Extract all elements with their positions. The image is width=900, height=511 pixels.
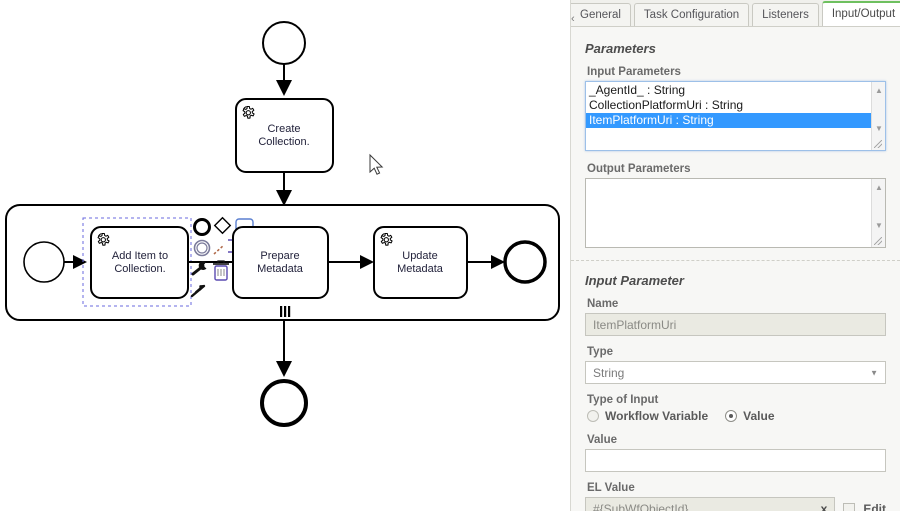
- change-type-icon[interactable]: [190, 284, 206, 298]
- gear-icon: [97, 232, 110, 246]
- radio-workflow-variable-label: Workflow Variable: [605, 409, 709, 423]
- chevron-down-icon: ▼: [870, 368, 878, 377]
- properties-panel-body: Parameters Input Parameters _AgentId_ : …: [571, 27, 900, 511]
- resize-grip-icon[interactable]: [872, 235, 884, 247]
- el-value-label: EL Value: [587, 482, 635, 494]
- type-of-input-radio-group[interactable]: Workflow Variable Value: [587, 409, 886, 423]
- tab-label: General: [580, 9, 621, 21]
- list-item[interactable]: _AgentId_ : String: [589, 83, 686, 97]
- radio-workflow-variable[interactable]: [587, 410, 599, 422]
- task-label: Create: [267, 123, 300, 135]
- start-event-top[interactable]: [262, 21, 306, 65]
- list-item[interactable]: ItemPlatformUri : String: [586, 113, 885, 128]
- type-select-value: String: [593, 365, 625, 380]
- bpmn-canvas[interactable]: Create Collection.: [0, 0, 570, 511]
- append-gateway-icon[interactable]: [213, 216, 232, 235]
- type-of-input-label: Type of Input: [587, 394, 659, 406]
- type-select[interactable]: String ▼: [585, 361, 886, 384]
- name-field: ItemPlatformUri: [585, 313, 886, 336]
- subprocess-start-event[interactable]: [23, 241, 65, 283]
- output-parameters-label: Output Parameters: [587, 163, 691, 175]
- input-parameters-listbox[interactable]: _AgentId_ : String CollectionPlatformUri…: [585, 81, 886, 151]
- end-event-bottom[interactable]: [260, 379, 308, 427]
- output-parameters-listbox[interactable]: ▲ ▼: [585, 178, 886, 248]
- task-label: Collection.: [258, 136, 309, 148]
- scroll-up-icon[interactable]: ▲: [875, 183, 883, 192]
- name-label: Name: [587, 298, 619, 310]
- el-value-row: #{SubWfObjectId} x Edit: [585, 497, 886, 511]
- value-label: Value: [587, 434, 618, 446]
- properties-tab-bar[interactable]: ‹ General Task Configuration Listeners I…: [571, 0, 900, 27]
- scroll-up-icon[interactable]: ▲: [875, 86, 883, 95]
- task-prepare-metadata[interactable]: Prepare Metadata: [232, 226, 329, 299]
- delete-icon[interactable]: [213, 260, 229, 281]
- task-label: Metadata: [397, 263, 444, 275]
- tab-listeners[interactable]: Listeners: [752, 3, 819, 26]
- scroll-down-icon[interactable]: ▼: [875, 124, 883, 133]
- tab-label: Task Configuration: [643, 9, 740, 21]
- gear-icon: [242, 105, 255, 119]
- task-add-item-to-collection[interactable]: Add Item to Collection.: [90, 226, 189, 299]
- el-value-field-wrap: #{SubWfObjectId} x: [585, 497, 836, 511]
- properties-panel: ‹ General Task Configuration Listeners I…: [570, 0, 900, 511]
- tab-task-configuration[interactable]: Task Configuration: [633, 3, 750, 26]
- wrench-icon[interactable]: [191, 260, 207, 276]
- radio-value[interactable]: [725, 410, 738, 422]
- radio-value-label: Value: [743, 409, 775, 423]
- task-update-metadata[interactable]: Update Metadata: [373, 226, 468, 299]
- listbox-scrollbar[interactable]: ▲ ▼: [871, 82, 885, 150]
- tab-label: Input/Output: [831, 8, 896, 20]
- append-end-event-icon[interactable]: [193, 218, 211, 236]
- context-pad[interactable]: [190, 216, 254, 298]
- task-label: Prepare: [260, 250, 299, 262]
- resize-grip-icon[interactable]: [872, 138, 884, 150]
- append-intermediate-event-icon[interactable]: [193, 239, 211, 257]
- mouse-pointer-icon: [369, 153, 384, 175]
- input-parameter-section-title: Input Parameter: [585, 273, 684, 288]
- task-label: Update: [402, 250, 437, 262]
- tab-label: Listeners: [762, 9, 809, 21]
- task-label: Metadata: [257, 263, 304, 275]
- chevron-left-icon[interactable]: ‹: [571, 13, 575, 25]
- section-divider: [571, 260, 900, 261]
- subprocess-end-event[interactable]: [503, 240, 547, 284]
- list-item[interactable]: CollectionPlatformUri : String: [589, 98, 744, 112]
- parallel-multi-instance-marker-icon: [280, 306, 291, 317]
- edit-checkbox[interactable]: [843, 502, 856, 511]
- value-input[interactable]: [585, 449, 886, 472]
- input-parameters-label: Input Parameters: [587, 66, 681, 78]
- el-value-input[interactable]: #{SubWfObjectId}: [585, 497, 836, 511]
- task-label: Add Item to: [112, 250, 168, 262]
- gear-icon: [380, 232, 393, 246]
- tab-general[interactable]: ‹ General: [571, 3, 631, 26]
- task-create-collection[interactable]: Create Collection.: [235, 98, 334, 173]
- scroll-down-icon[interactable]: ▼: [875, 221, 883, 230]
- edit-label: Edit: [863, 501, 886, 511]
- tab-input-output[interactable]: Input/Output: [821, 1, 900, 26]
- clear-icon[interactable]: x: [820, 501, 828, 511]
- parameters-section-title: Parameters: [585, 41, 656, 56]
- type-label: Type: [587, 346, 613, 358]
- listbox-scrollbar[interactable]: ▲ ▼: [871, 179, 885, 247]
- task-label: Collection.: [114, 263, 165, 275]
